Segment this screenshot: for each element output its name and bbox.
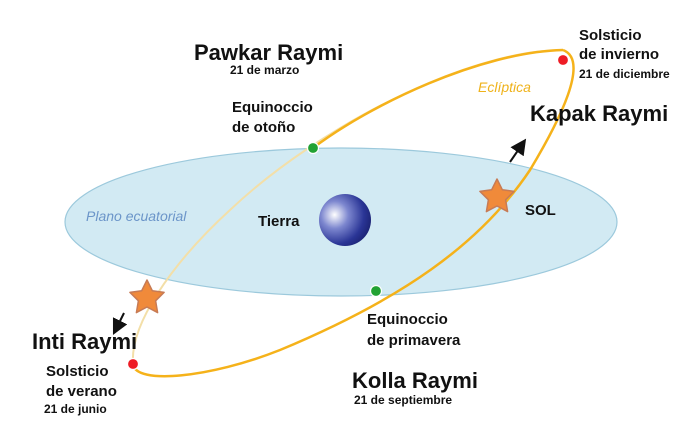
ecliptic-upper-path [312,48,564,149]
star-icon [479,178,515,213]
inti-raymi-title: Inti Raymi [32,329,137,354]
star-icon [129,279,165,314]
equinox-spring-dot [369,284,383,298]
solstice-winter-line1: Solsticio [579,27,642,44]
solstice-winter-line2: de invierno [579,46,659,63]
arrow-icon [509,138,527,163]
kolla-raymi-title: Kolla Raymi [352,368,478,393]
equinox-spring-line1: Equinoccio [367,311,448,328]
equinox-spring-line2: de primavera [367,332,461,349]
sun-label: SOL [525,202,556,219]
pawkar-raymi-title: Pawkar Raymi [194,40,343,65]
equinox-autumn-line1: Equinoccio [232,99,313,116]
pawkar-raymi-date: 21 de marzo [230,63,299,77]
solstice-summer-dot [126,357,140,371]
solstice-summer-date: 21 de junio [44,402,107,416]
arrow-icon [112,312,128,336]
solstice-winter-date: 21 de diciembre [579,67,670,81]
solstice-summer-line1: Solsticio [46,363,109,380]
equinox-autumn-line2: de otoño [232,119,295,136]
kapak-raymi-title: Kapak Raymi [530,101,668,126]
earth-label: Tierra [258,213,300,230]
ecliptic-label: Eclíptica [478,79,531,95]
equatorial-plane-label: Plano ecuatorial [86,208,187,224]
equinox-autumn-dot [306,141,320,155]
solstice-summer-line2: de verano [46,383,117,400]
solstice-winter-dot [556,53,570,67]
ecliptic-path [131,48,575,378]
earth [319,194,371,246]
kolla-raymi-date: 21 de septiembre [354,393,452,407]
